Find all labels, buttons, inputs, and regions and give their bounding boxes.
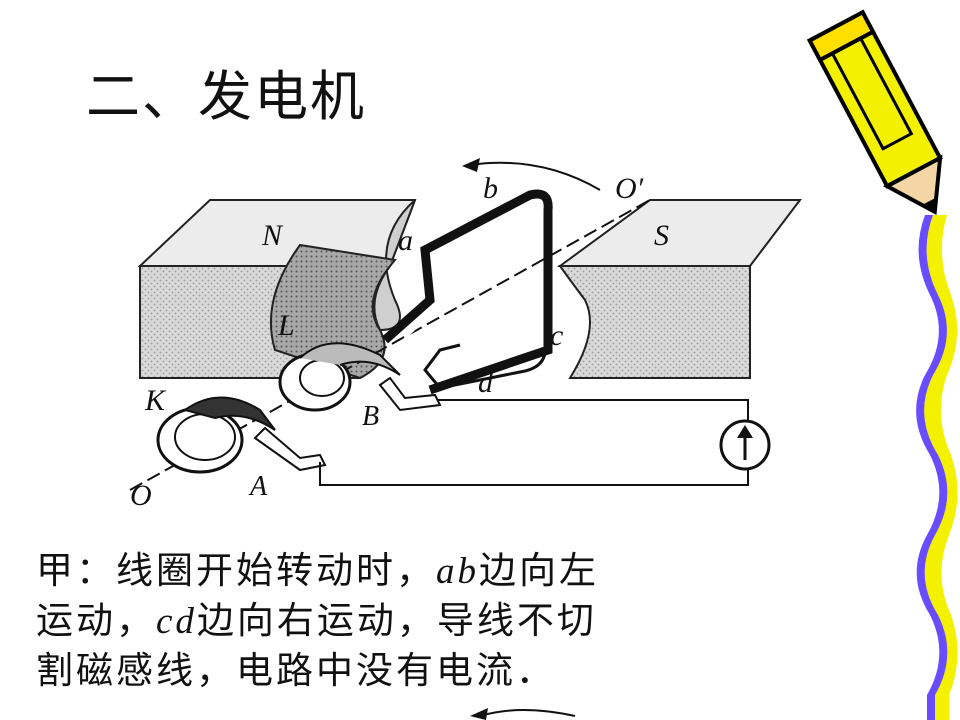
coil: [382, 189, 553, 395]
caption-line-1-end: 边向左: [479, 549, 599, 592]
partial-arrow: [479, 709, 576, 717]
caption-line-1-start: 甲：线圈开始转动时，: [36, 549, 436, 592]
rotation-arrow: [462, 158, 601, 191]
partial-arrow-head: [470, 708, 488, 720]
south-pole-magnet: [556, 199, 803, 379]
brush-A: [253, 426, 327, 472]
slide-title: 二、发电机: [86, 65, 366, 128]
caption: 甲：线圈开始转动时，ab边向左 运动，cd边向右运动，导线不切 割磁感线，电路中…: [36, 546, 856, 695]
label-S: S: [654, 219, 669, 252]
caption-line-2-end: 边向右运动，导线不切: [196, 599, 597, 642]
caption-cd: cd: [156, 601, 197, 642]
label-b: b: [483, 172, 498, 205]
label-O-prime: O′: [615, 172, 644, 205]
label-a: a: [398, 224, 413, 257]
label-d: d: [478, 366, 494, 399]
slip-ring-L: [278, 342, 401, 412]
label-K: K: [144, 384, 167, 417]
north-pole-magnet: [137, 199, 417, 380]
label-L: L: [277, 309, 295, 342]
caption-ab: ab: [436, 551, 479, 592]
pencil-icon: [806, 9, 943, 216]
brush-B: [378, 376, 442, 412]
caption-line-2-start: 运动，: [36, 599, 156, 642]
external-circuit: [319, 399, 749, 486]
slip-ring-K: [156, 396, 276, 474]
label-N: N: [261, 219, 284, 252]
caption-line-1: 甲：线圈开始转动时，ab边向左: [36, 546, 856, 596]
label-O: O: [130, 479, 152, 512]
label-B: B: [362, 401, 379, 432]
galvanometer-icon: [719, 419, 771, 471]
label-A: A: [248, 471, 268, 502]
wavy-strip-decoration: [916, 215, 960, 720]
label-c: c: [550, 319, 563, 352]
caption-line-2: 运动，cd边向右运动，导线不切: [36, 596, 856, 646]
caption-line-3: 割磁感线，电路中没有电流．: [36, 649, 556, 692]
